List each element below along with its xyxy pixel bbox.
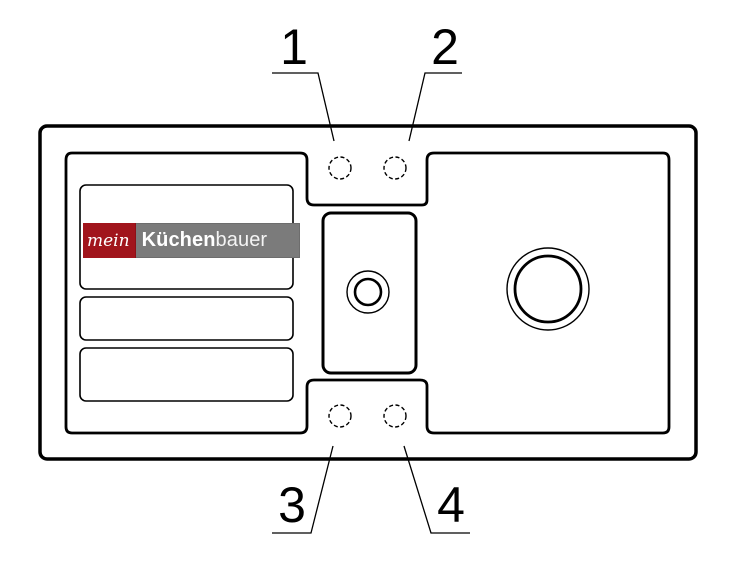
main-bowl-drain-inner — [513, 254, 583, 324]
tap-hole-4 — [383, 404, 407, 428]
logo-word-light: bauer — [215, 229, 268, 251]
drainer-groove-2 — [79, 296, 294, 341]
callout-4: 4 — [437, 477, 465, 533]
drainer-groove-3 — [79, 347, 294, 402]
small-bowl-outline — [321, 211, 418, 375]
leader-line-4 — [403, 445, 470, 534]
mein-kuechenbauer-logo: mein Küchenbauer — [83, 223, 300, 258]
leader-line-3 — [272, 445, 334, 534]
sink-outer-outline — [38, 124, 698, 461]
logo-badge: mein — [83, 223, 136, 258]
small-bowl-drain-inner — [353, 277, 383, 307]
main-bowl-drain-outer — [506, 247, 590, 331]
callout-3: 3 — [278, 477, 306, 533]
small-bowl-drain-outer — [346, 270, 390, 314]
leader-line-1 — [272, 72, 335, 142]
logo-word-bold: Küchen — [141, 229, 216, 251]
drainer-board-outline — [64, 151, 671, 435]
tap-hole-1 — [328, 156, 352, 180]
callout-2: 2 — [431, 19, 459, 75]
tap-hole-2 — [383, 156, 407, 180]
logo-wordmark: Küchenbauer — [136, 229, 268, 252]
tap-hole-3 — [328, 404, 352, 428]
leader-line-2 — [408, 72, 462, 142]
callout-1: 1 — [280, 19, 308, 75]
